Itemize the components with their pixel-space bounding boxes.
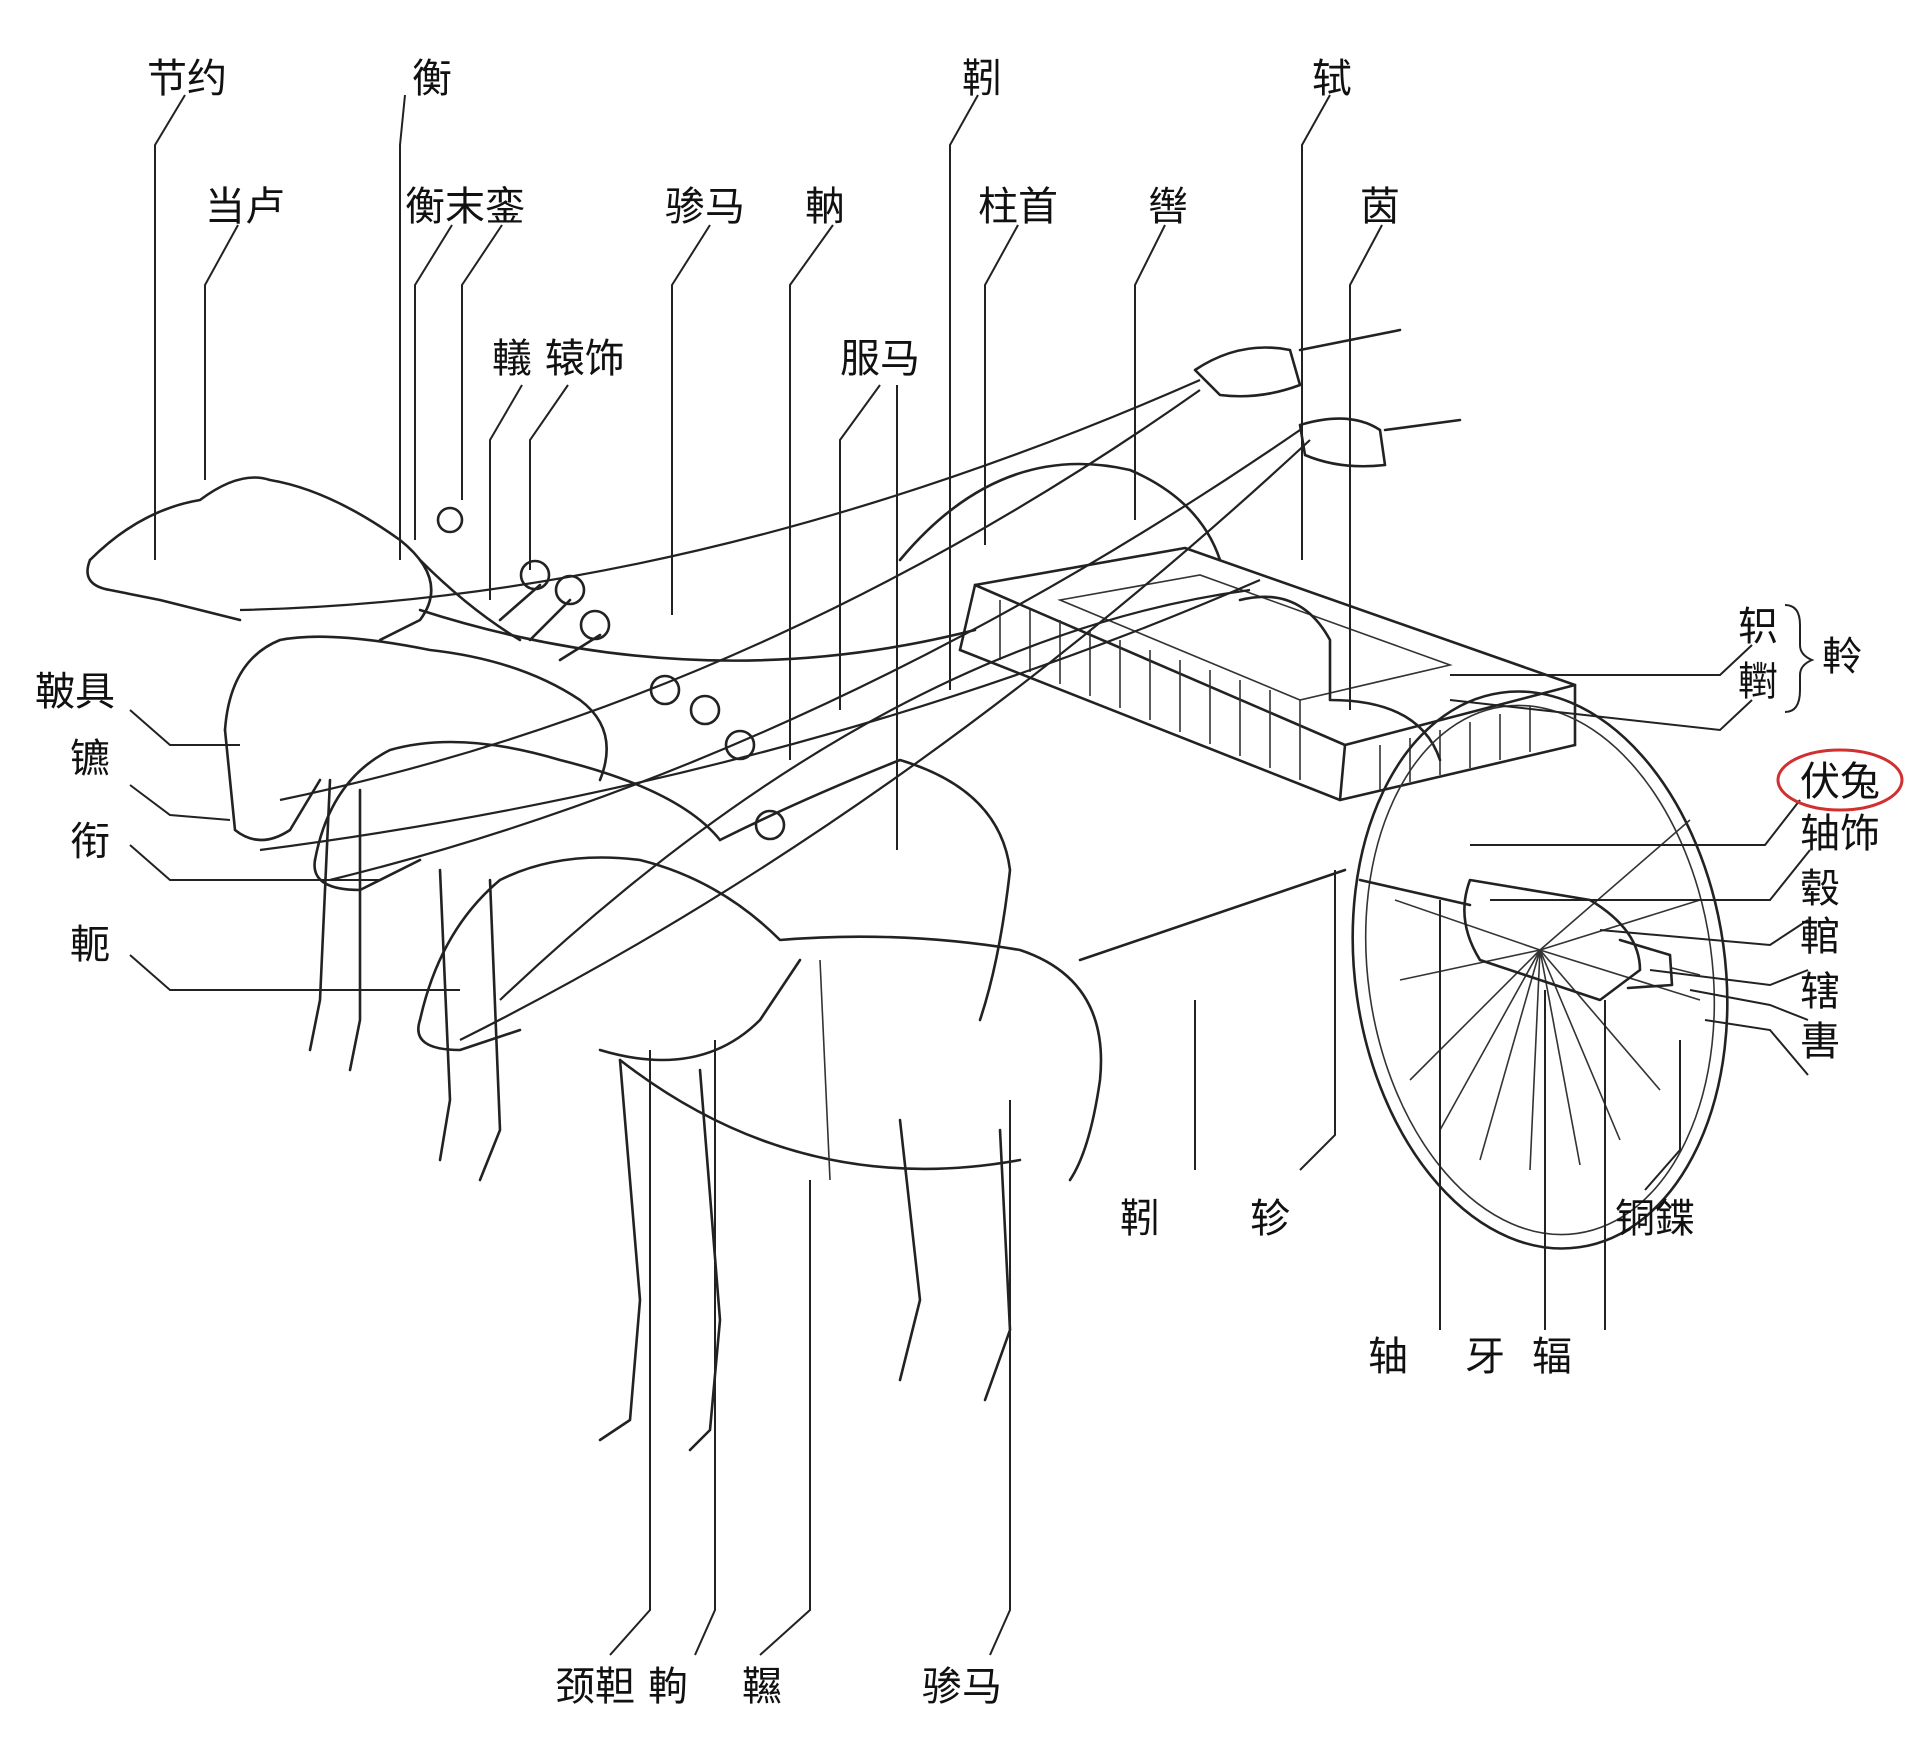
chariot-illustration: [86, 328, 1729, 1452]
label-biao: 镳: [70, 736, 110, 782]
label-canma-bottom: 骖马: [922, 1664, 1002, 1710]
ling-brace: [1784, 604, 1815, 713]
label-xie: 韅: [742, 1664, 782, 1710]
labels: 节约 衡 靷 轼 当卢 衡末銮 骖马 軜 柱首 辔 茵 轙 辕饰 服马 轵 轛 …: [35, 56, 1880, 1710]
label-yi-yuanshi: 轙 辕饰: [492, 336, 625, 382]
chariot-box: [958, 546, 1577, 802]
label-zhoushi: 轴饰: [1800, 811, 1880, 857]
wheel: [1351, 690, 1729, 1250]
label-wei: 軎: [1800, 1019, 1840, 1065]
label-ya: 牙: [1465, 1334, 1505, 1380]
leader-lines: [129, 94, 1811, 1656]
label-zhi: 轵: [1738, 604, 1778, 650]
label-hengmo-luan: 衡末銮: [405, 184, 525, 230]
label-zhuo: 轛: [1738, 659, 1778, 705]
label-fushi-circled: 伏兔: [1800, 759, 1880, 805]
label-anju: 鞁具: [35, 669, 115, 715]
label-zhushou: 柱首: [978, 184, 1058, 230]
label-jieyue: 节约: [147, 56, 227, 102]
label-fuma: 服马: [840, 336, 920, 382]
highlight-ellipse: [1776, 748, 1904, 812]
label-tongdie: 铜鍱: [1615, 1196, 1695, 1242]
label-xia: 辖: [1800, 969, 1840, 1015]
label-yin-seat: 茵: [1360, 184, 1400, 230]
label-shi: 轼: [1312, 56, 1352, 102]
horses: [86, 476, 1103, 1452]
label-qu: 軥: [648, 1664, 688, 1710]
label-jingpi: 颈靼: [555, 1664, 635, 1710]
label-heng: 衡: [412, 56, 452, 102]
label-xian: 衔: [70, 819, 110, 865]
yoke-ornaments: [418, 506, 786, 841]
label-fu: 辐: [1532, 1334, 1572, 1380]
label-zhou: 轴: [1368, 1334, 1408, 1380]
label-zhen: 轸: [1250, 1196, 1290, 1242]
label-danglu: 当卢: [205, 184, 285, 230]
reins: [239, 378, 1311, 1041]
label-guan: 輨: [1800, 914, 1840, 960]
label-e: 軛: [70, 922, 110, 968]
label-ling: 軨: [1822, 634, 1862, 680]
label-yin-bottom: 靷: [1120, 1196, 1160, 1242]
label-gu: 毂: [1800, 866, 1840, 912]
label-yin-top: 靷: [962, 56, 1002, 102]
label-canma-top: 骖马: [665, 184, 745, 230]
label-pei: 辔: [1148, 184, 1188, 230]
label-na: 軜: [805, 184, 845, 230]
